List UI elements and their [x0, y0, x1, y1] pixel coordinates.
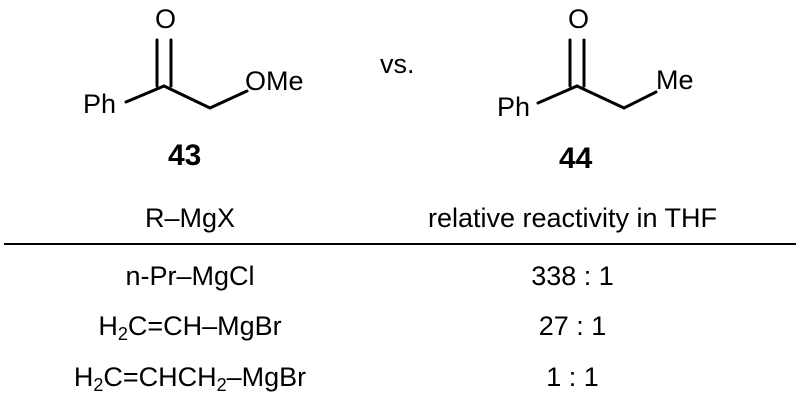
table-divider [4, 243, 796, 245]
ph-c-bond-43 [124, 84, 166, 104]
compound-43: O Ph OMe 43 [83, 4, 304, 172]
ph-c-bond-44 [536, 84, 579, 105]
phenyl-label-43: Ph [83, 89, 116, 119]
ch2-me-bond-44 [622, 90, 658, 110]
c-ch2-bond-44 [575, 84, 626, 110]
compound-44: O Ph Me 44 [497, 4, 694, 175]
phenyl-label-44: Ph [497, 92, 530, 122]
ratio-cell: 1 : 1 [546, 362, 599, 392]
header-reagent: R–MgX [144, 203, 236, 233]
methyl-label-44: Me [656, 65, 694, 95]
ch2-o-bond-43 [208, 89, 249, 110]
structures-svg: O Ph OMe 43 vs. O Ph Me 44 [83, 4, 694, 175]
ratio-cell: 27 : 1 [538, 311, 607, 341]
compound-label-44: 44 [559, 142, 593, 175]
carbonyl-oxygen-44: O [568, 4, 589, 34]
reagent-cell: n-Pr–MgCl [125, 261, 255, 291]
c-ch2-bond-43 [162, 84, 212, 110]
ratio-cell: 338 : 1 [531, 261, 614, 291]
versus-label: vs. [380, 49, 415, 79]
reagent-cell: H2C=CHCH2–MgBr [73, 362, 307, 395]
reagent-cell: H2C=CH–MgBr [98, 311, 282, 344]
header-reactivity: relative reactivity in THF [427, 203, 718, 233]
structure-scheme: O Ph OMe 43 vs. O Ph Me 44 [0, 0, 800, 190]
carbonyl-oxygen-43: O [155, 4, 176, 34]
methoxy-label-43: OMe [245, 66, 304, 96]
compound-label-43: 43 [168, 139, 201, 172]
